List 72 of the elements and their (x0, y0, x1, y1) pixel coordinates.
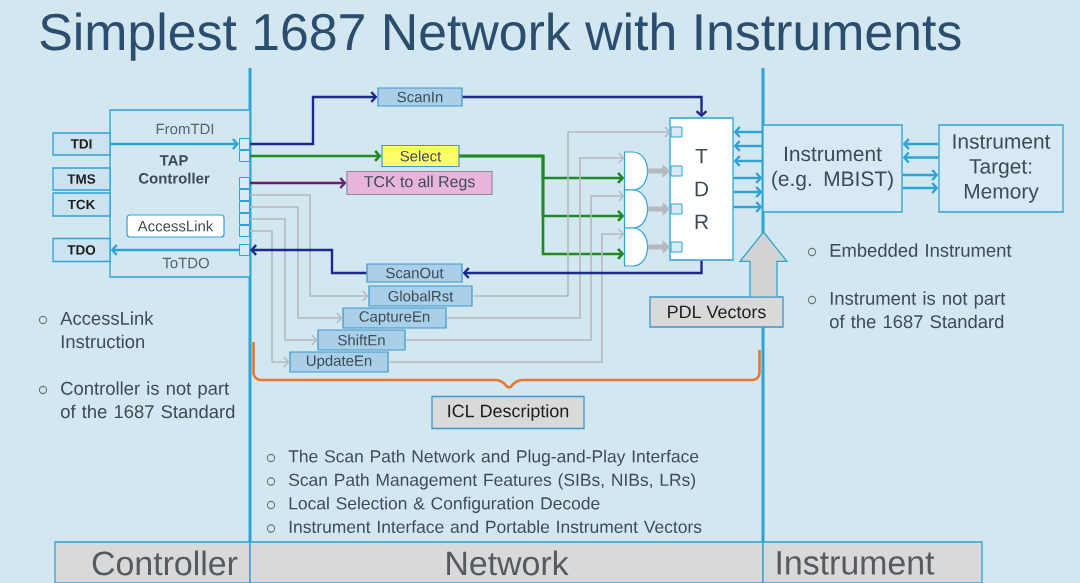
label-box: ICL Description (431, 395, 585, 430)
arrow (902, 182, 939, 194)
port-square (239, 201, 250, 213)
arrow (404, 190, 625, 341)
register-box: ShiftEn (317, 329, 406, 351)
arrow (733, 140, 763, 152)
port-square (239, 225, 250, 237)
bullet-text: Scan Path Management Features (SIBs, NIBs, LRs) (289, 473, 695, 490)
edge-label: FromTDI (156, 123, 214, 135)
arrow (733, 172, 763, 184)
arrow (110, 138, 239, 150)
arrow (249, 230, 290, 368)
port-square (239, 138, 250, 150)
arrow (902, 151, 939, 164)
pin-box: TMS (52, 167, 111, 191)
node-label: Controller (92, 550, 238, 576)
port-square (239, 213, 250, 225)
bullet-text: The Scan Path Network and Plug-and-Play Interface (288, 449, 699, 466)
edge-label: ToTDO (162, 257, 209, 269)
arrow (733, 126, 763, 138)
section-band: Instrument (762, 541, 983, 583)
instruction-box: AccessLink (126, 214, 225, 238)
section-band: Controller (54, 541, 251, 583)
arrow (459, 154, 625, 260)
arrow (733, 201, 763, 213)
bullet-text: Local Selection & Configuration Decode (289, 496, 600, 513)
register-box: CaptureEn (342, 307, 447, 329)
arrow (462, 95, 708, 118)
arrow (445, 152, 625, 319)
port-square (670, 165, 683, 177)
port-square (239, 150, 250, 162)
register-box: Select (381, 144, 460, 168)
port-square (239, 244, 250, 256)
pin-box: TCK (52, 192, 111, 217)
block-arrow (738, 230, 789, 297)
instrument-box: Instrument Target: Memory (938, 124, 1064, 213)
instrument-box: Instrument (e.g. MBIST) (762, 124, 903, 213)
port-square (670, 241, 683, 253)
arrow (902, 138, 939, 150)
arrow (249, 194, 369, 302)
port-square (670, 126, 683, 138)
pin-box: TDO (52, 237, 111, 263)
arrow (250, 91, 378, 146)
arrow (471, 126, 671, 297)
bullet-text: AccessLink Instruction (60, 311, 154, 349)
register-box: ScanOut (366, 263, 463, 283)
label-box: PDL Vectors (649, 296, 784, 328)
arrow (733, 186, 763, 198)
arrow (249, 218, 318, 346)
arrow (250, 244, 367, 275)
register-box: UpdateEn (289, 351, 389, 373)
register-box: GlobalRst (368, 285, 473, 307)
register-box: ScanIn (377, 87, 463, 107)
register-box: TCK to all Regs (346, 170, 493, 196)
data-register-box: T D R (669, 117, 734, 261)
bullet-text: Instrument Interface and Portable Instrument Vectors (289, 520, 702, 533)
port-square (239, 177, 250, 189)
pin-box: TDI (52, 132, 111, 156)
bullet-text: Controller is not part of the 1687 Standard (61, 381, 235, 419)
arrow (733, 155, 763, 167)
port-square (670, 203, 683, 215)
arrow (250, 150, 382, 162)
arrow (902, 169, 939, 181)
bullet-text: Instrument is not part of the 1687 Standard (830, 291, 1006, 329)
arrow (110, 244, 239, 256)
port-square (239, 189, 250, 201)
arrow (462, 260, 703, 279)
bullet-text: Embedded Instrument (830, 243, 1012, 257)
title: Simplest 1687 Network with Instruments (40, 12, 961, 61)
arrow (387, 228, 625, 363)
arrow (249, 206, 343, 324)
arrow (250, 177, 347, 189)
